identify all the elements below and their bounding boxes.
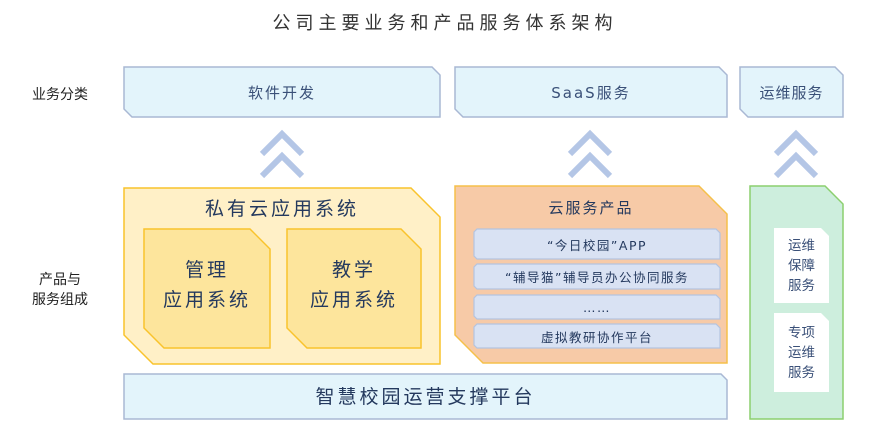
row-label-products: 产品与 服务组成 [20,270,100,310]
teaching-system-box [286,228,422,349]
business-saas: SaaS服务 [551,83,631,102]
row-label-line: 服务组成 [32,292,88,308]
ops-line: 专项 [788,324,815,341]
business-software: 软件开发 [247,83,316,102]
ops-card-bg [774,313,829,392]
system-line: 应用系统 [309,289,398,311]
platform-label: 智慧校园运营支撑平台 [315,385,536,408]
cloud-item: …… [583,299,611,315]
page-title: 公司主要业务和产品服务体系架构 [272,13,618,34]
business-box-ops [739,66,844,118]
chevron-up-icon [773,129,819,179]
row-label-business: 业务分类 [32,87,88,103]
ops-line: 服务 [788,277,815,294]
business-ops: 运维服务 [759,83,824,102]
ops-line: 运维 [788,344,815,361]
business-box-software [123,66,441,118]
cloud-item-bg [473,294,721,320]
private-cloud-title: 私有云应用系统 [204,198,359,220]
management-system-box [143,228,271,349]
ops-card-bg [774,228,829,303]
management-system: 管理 应用系统 [144,250,270,320]
platform-box [123,373,728,420]
teaching-system: 教学 应用系统 [287,250,421,320]
ops-line: 服务 [788,364,815,381]
system-line: 教学 [331,259,376,281]
cloud-item-bg [473,263,721,290]
business-box-saas [454,66,728,118]
system-line: 管理 [184,259,229,281]
row-label-line: 产品与 [39,272,81,288]
cloud-item-bg [473,323,721,349]
ops-card-maintenance: 运维 保障 服务 [774,228,829,303]
system-line: 应用系统 [162,289,251,311]
chevron-up-icon [567,129,613,179]
ops-line: 运维 [788,237,815,254]
ops-card-special: 专项 运维 服务 [774,313,829,392]
ops-line: 保障 [788,257,815,274]
cloud-item: “今日校园”APP [546,237,648,253]
cloud-item: 虚拟教研协作平台 [540,329,653,345]
cloud-service-title: 云服务产品 [548,198,634,217]
chevron-up-icon [259,129,305,179]
cloud-item-bg [473,228,721,260]
cloud-item: “辅导猫”辅导员办公协同服务 [505,270,689,285]
